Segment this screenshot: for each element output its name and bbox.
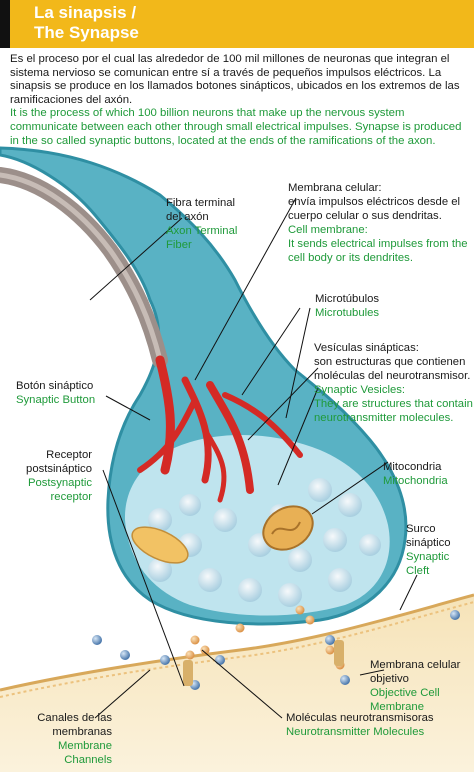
- title-english: The Synapse: [34, 23, 139, 42]
- intro-spanish: Es el proceso por el cual las alrededor …: [10, 53, 460, 106]
- label-microtubules: Microtúbulos Microtubules: [315, 293, 380, 319]
- intro-english: It is the process of which 100 billion n…: [10, 107, 462, 147]
- membrane-channels: [92, 610, 460, 690]
- label-cell-membrane: Membrana celular: envía impulsos eléctri…: [288, 182, 468, 264]
- title-spanish: La sinapsis /: [34, 3, 137, 22]
- label-synaptic-button: Botón sináptico Synaptic Button: [16, 380, 96, 406]
- label-synaptic-vesicles: Vesículas sinápticas: son estructuras qu…: [314, 342, 473, 424]
- label-neurotransmitter-molecules: Moléculas neurotransmisoras Neurotransmi…: [286, 712, 434, 738]
- leader-lines: [89, 197, 418, 719]
- synaptic-vesicles: [148, 478, 381, 607]
- label-objective-cell-membrane: Membrana celular objetivo Objective Cell…: [370, 659, 461, 713]
- label-axon-terminal-fiber: Fibra terminal del axón Axon Terminal Fi…: [166, 197, 238, 251]
- label-membrane-channels: Canales de las membranas Membrane Channe…: [37, 712, 112, 766]
- title-banner: La sinapsis / The Synapse: [0, 0, 474, 48]
- objective-cell-membrane: [0, 595, 474, 772]
- label-mitochondria: Mitocondria Mitochondria: [383, 461, 448, 487]
- intro-text: Es el proceso por el cual las alrededor …: [10, 53, 468, 148]
- mitochondria: [131, 505, 314, 564]
- label-synaptic-cleft: Surco sináptico Synaptic Cleft: [406, 523, 451, 577]
- label-postsynaptic-receptor: Receptor postsináptico Postsynaptic rece…: [26, 449, 92, 503]
- microtubules: [137, 355, 303, 503]
